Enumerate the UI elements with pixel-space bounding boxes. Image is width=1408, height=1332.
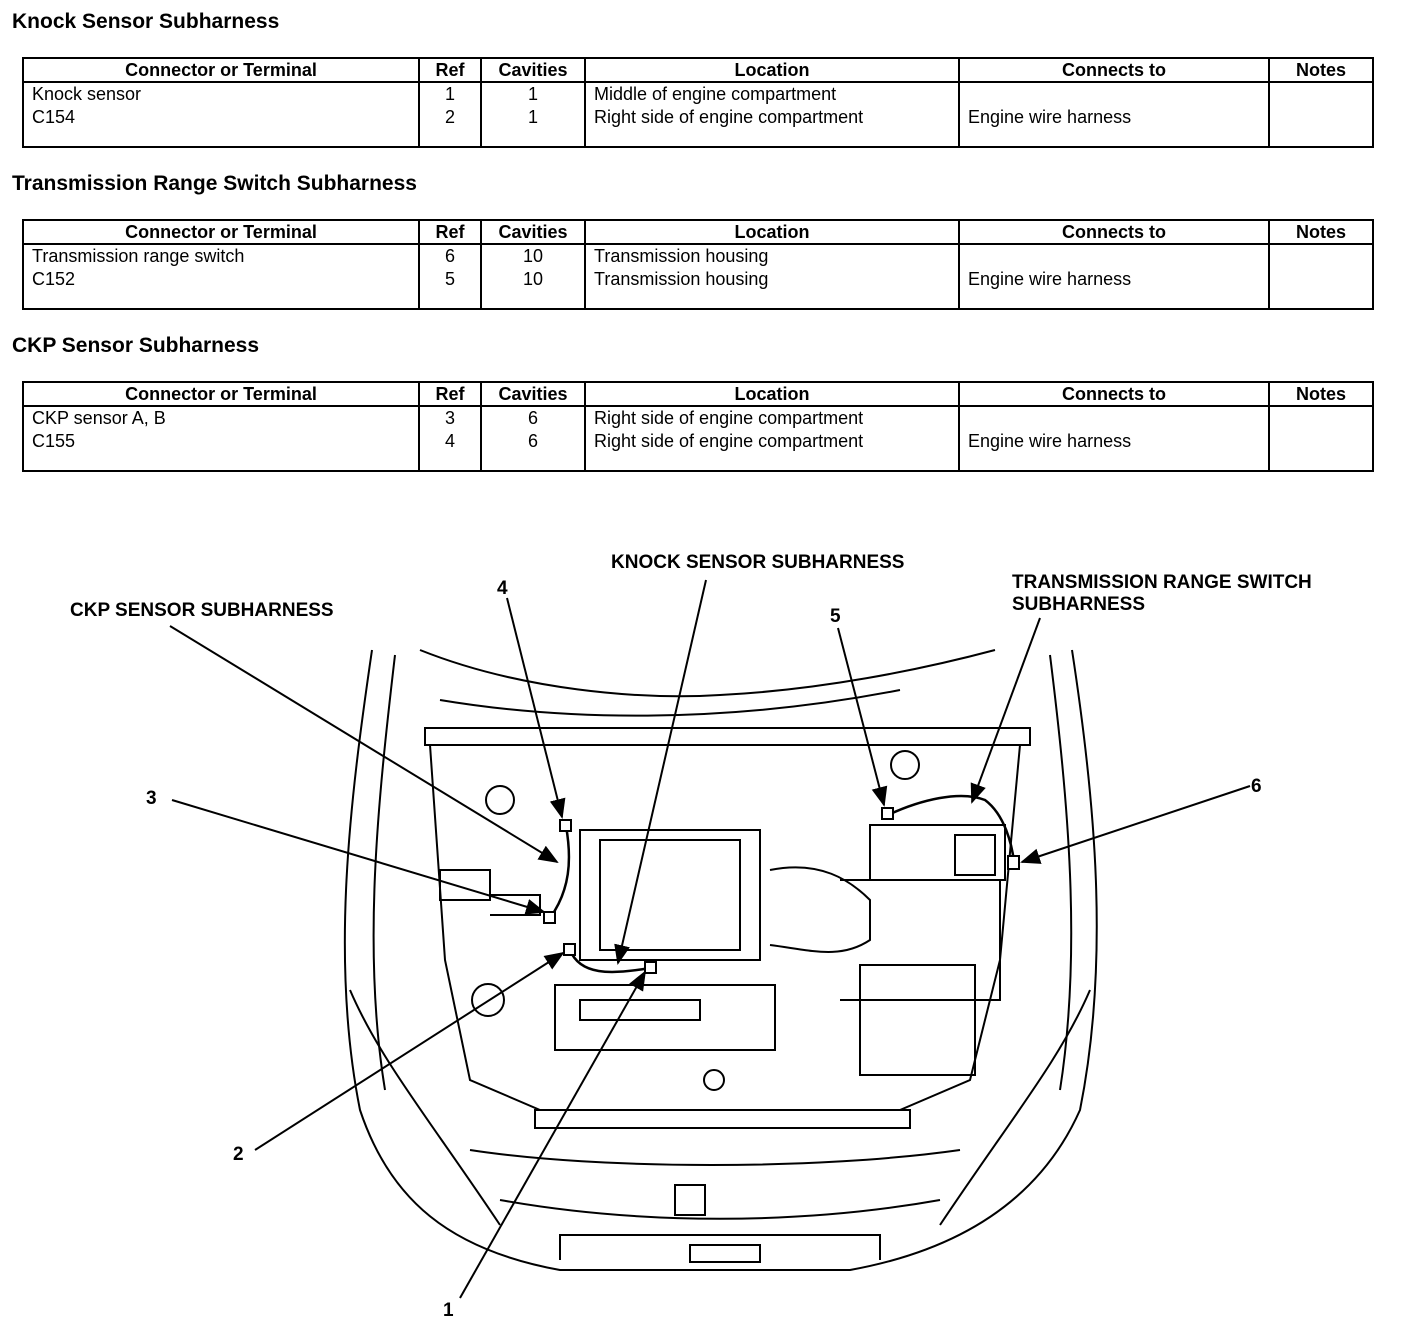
col-header-connector: Connector or Terminal bbox=[22, 381, 420, 407]
cell-ref: 5 bbox=[418, 268, 482, 310]
callout-3: 3 bbox=[146, 788, 157, 809]
harness-wires bbox=[548, 794, 1016, 974]
table-row: C155 4 6 Right side of engine compartmen… bbox=[22, 430, 1374, 472]
cell-connects-to: Engine wire harness bbox=[958, 106, 1270, 148]
cell-connects-to bbox=[958, 82, 1270, 106]
table-header-row: Connector or Terminal Ref Cavities Locat… bbox=[22, 57, 1374, 83]
col-header-location: Location bbox=[584, 57, 960, 83]
cell-ref: 6 bbox=[418, 244, 482, 268]
col-header-cavities: Cavities bbox=[480, 57, 586, 83]
cell-connector: Transmission range switch bbox=[22, 244, 420, 268]
connectors bbox=[543, 807, 1020, 974]
cell-ref: 4 bbox=[418, 430, 482, 472]
col-header-ref: Ref bbox=[418, 57, 482, 83]
section-title-ckp: CKP Sensor Subharness bbox=[12, 334, 260, 357]
table-row: C152 5 10 Transmission housing Engine wi… bbox=[22, 268, 1374, 310]
cell-connector: C152 bbox=[22, 268, 420, 310]
engine-compartment-diagram: KNOCK SENSOR SUBHARNESS CKP SENSOR SUBHA… bbox=[70, 552, 1312, 1321]
cell-connects-to bbox=[958, 406, 1270, 430]
col-header-ref: Ref bbox=[418, 219, 482, 245]
col-header-connects-to: Connects to bbox=[958, 219, 1270, 245]
col-header-cavities: Cavities bbox=[480, 381, 586, 407]
col-header-connects-to: Connects to bbox=[958, 57, 1270, 83]
cell-cavities: 10 bbox=[480, 244, 586, 268]
col-header-location: Location bbox=[584, 219, 960, 245]
table-header-row: Connector or Terminal Ref Cavities Locat… bbox=[22, 381, 1374, 407]
callout-6: 6 bbox=[1251, 776, 1262, 797]
cell-location: Middle of engine compartment bbox=[584, 82, 960, 106]
col-header-notes: Notes bbox=[1268, 57, 1374, 83]
knock-subharness-label: KNOCK SENSOR SUBHARNESS bbox=[611, 552, 904, 573]
callout-4: 4 bbox=[497, 578, 508, 599]
cell-cavities: 10 bbox=[480, 268, 586, 310]
col-header-connects-to: Connects to bbox=[958, 381, 1270, 407]
leader-lines bbox=[169, 579, 1251, 1299]
cell-connector: Knock sensor bbox=[22, 82, 420, 106]
table-row: C154 2 1 Right side of engine compartmen… bbox=[22, 106, 1374, 148]
cell-cavities: 1 bbox=[480, 106, 586, 148]
trs-subharness-label-line2: SUBHARNESS bbox=[1012, 594, 1145, 615]
ckp-subharness-label: CKP SENSOR SUBHARNESS bbox=[70, 600, 334, 621]
col-header-cavities: Cavities bbox=[480, 219, 586, 245]
cell-notes bbox=[1268, 430, 1374, 472]
cell-location: Transmission housing bbox=[584, 268, 960, 310]
cell-ref: 2 bbox=[418, 106, 482, 148]
cell-cavities: 6 bbox=[480, 430, 586, 472]
cell-location: Right side of engine compartment bbox=[584, 106, 960, 148]
col-header-connector: Connector or Terminal bbox=[22, 219, 420, 245]
cell-ref: 1 bbox=[418, 82, 482, 106]
callout-2: 2 bbox=[233, 1144, 244, 1165]
cell-connects-to bbox=[958, 244, 1270, 268]
table-row: Knock sensor 1 1 Middle of engine compar… bbox=[22, 82, 1374, 106]
col-header-ref: Ref bbox=[418, 381, 482, 407]
cell-location: Right side of engine compartment bbox=[584, 430, 960, 472]
table-row: CKP sensor A, B 3 6 Right side of engine… bbox=[22, 406, 1374, 430]
callout-5: 5 bbox=[830, 606, 841, 627]
cell-connector: C155 bbox=[22, 430, 420, 472]
cell-location: Transmission housing bbox=[584, 244, 960, 268]
callout-1: 1 bbox=[443, 1300, 454, 1321]
cell-notes bbox=[1268, 82, 1374, 106]
ckp-sensor-table: Connector or Terminal Ref Cavities Locat… bbox=[22, 381, 1374, 472]
cell-cavities: 6 bbox=[480, 406, 586, 430]
cell-connects-to: Engine wire harness bbox=[958, 430, 1270, 472]
cell-connects-to: Engine wire harness bbox=[958, 268, 1270, 310]
cell-notes bbox=[1268, 268, 1374, 310]
col-header-connector: Connector or Terminal bbox=[22, 57, 420, 83]
cell-connector: CKP sensor A, B bbox=[22, 406, 420, 430]
cell-cavities: 1 bbox=[480, 82, 586, 106]
table-row: Transmission range switch 6 10 Transmiss… bbox=[22, 244, 1374, 268]
cell-notes bbox=[1268, 406, 1374, 430]
col-header-location: Location bbox=[584, 381, 960, 407]
cell-connector: C154 bbox=[22, 106, 420, 148]
cell-ref: 3 bbox=[418, 406, 482, 430]
col-header-notes: Notes bbox=[1268, 219, 1374, 245]
transmission-range-switch-table: Connector or Terminal Ref Cavities Locat… bbox=[22, 219, 1374, 310]
col-header-notes: Notes bbox=[1268, 381, 1374, 407]
section-title-knock: Knock Sensor Subharness bbox=[12, 10, 280, 33]
knock-sensor-table: Connector or Terminal Ref Cavities Locat… bbox=[22, 57, 1374, 148]
cell-notes bbox=[1268, 106, 1374, 148]
car-outline bbox=[343, 649, 1098, 1271]
trs-subharness-label-line1: TRANSMISSION RANGE SWITCH bbox=[1012, 572, 1312, 593]
cell-location: Right side of engine compartment bbox=[584, 406, 960, 430]
cell-notes bbox=[1268, 244, 1374, 268]
table-header-row: Connector or Terminal Ref Cavities Locat… bbox=[22, 219, 1374, 245]
section-title-transmission: Transmission Range Switch Subharness bbox=[12, 172, 417, 195]
